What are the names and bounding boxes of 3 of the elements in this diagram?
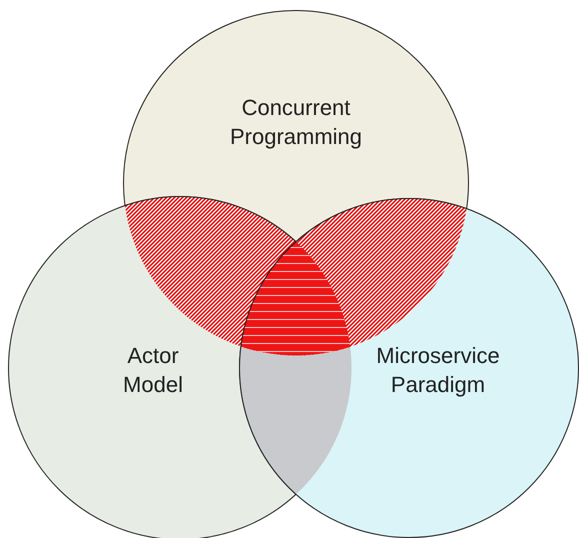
set-label: Microservice Paradigm bbox=[375, 342, 501, 399]
set-label: Actor Model bbox=[122, 342, 184, 399]
set-label: Concurrent Programming bbox=[228, 94, 364, 151]
